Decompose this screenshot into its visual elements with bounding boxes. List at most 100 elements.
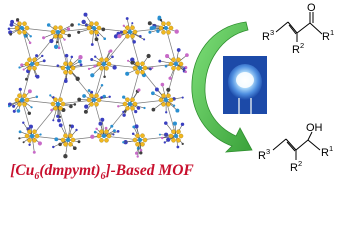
mof-ligand-atom [160,136,164,140]
mof-cu-atom [166,102,171,107]
mof-cu-atom [68,61,73,66]
mof-cu-atom [132,29,138,35]
mof-ligand-atom [132,125,136,129]
mof-ligand-atom [134,110,138,114]
mof-ligand-bond [139,55,149,69]
mof-cu-atom [161,30,166,35]
blue-led-icon [223,56,267,114]
mof-ligand-bond [123,139,141,143]
mof-ligand-atom [108,50,111,53]
mof-cu-atom [106,61,112,67]
mof-cu-atom [68,70,73,75]
mof-ligand-atom [184,70,187,74]
mof-ligand-atom [116,130,120,133]
mof-ligand-atom [42,59,46,63]
mof-ligand-atom [57,46,61,50]
mof-cu-atom [53,106,58,111]
mof-ligand-atom [83,12,88,17]
mof-ligand-atom [185,53,189,57]
mof-ligand-bond [31,135,35,153]
mof-cu-atom [32,138,37,143]
mof-cu-atom [104,57,109,62]
mof-ligand-bond [165,122,177,137]
mof-ligand-bond [175,54,188,65]
mof-ligand-atom [75,76,80,81]
mof-cu-atom [34,133,40,139]
mof-ligand-atom [164,64,168,68]
mof-core-atom [56,30,60,34]
mof-ligand-atom [42,36,46,40]
mof-ligand-bond [152,92,167,101]
mof-ligand-atom [100,83,104,87]
mof-ligand-bond [66,55,69,69]
bottom-r2-label: R2 [290,159,302,174]
mof-cu-atom [176,57,181,62]
mof-cu-atom [132,137,138,143]
mof-ligand-atom [112,133,115,136]
mof-cu-atom [104,129,109,134]
mof-ligand-atom [111,55,114,59]
mof-cu-atom [50,101,56,107]
mof-ligand-atom [9,22,14,27]
mof-ligand-bond [19,131,33,137]
mof-cu-atom [94,21,99,26]
mof-cu-atom [142,137,148,143]
mof-cu-atom [24,61,30,67]
mof-ligand-atom [130,60,135,65]
mof-ligand-bond [67,67,78,80]
mof-ligand-bond [78,24,95,29]
mof-core-atom [30,134,34,138]
mof-ligand-atom [84,104,89,109]
mof-cu-atom [60,65,66,71]
mof-reaction-diagram: R3 O R1 R2 R3 OH R1 R2 [7,2,334,174]
mof-cu-atom [94,102,99,107]
mof-ligand-atom [50,108,53,112]
mof-cu-atom [60,137,66,143]
mof-core-atom [174,134,178,138]
mof-cu-atom [104,66,109,71]
mof-cu-atom [58,34,63,39]
mof-cu-atom [60,101,66,107]
mof-ligand-atom [52,145,55,149]
mof-cu-atom [142,65,148,71]
mof-ligand-atom [110,124,114,128]
mof-ligand-bond [159,134,177,137]
mof-ligand-atom [137,88,141,92]
mof-core-atom [30,62,34,66]
mof-cu-atom [168,25,174,31]
mof-ligand-atom [94,37,99,42]
mof-ligand-atom [166,87,171,92]
mof-cu-atom [22,30,27,35]
mof-ligand-atom [112,129,116,133]
mof-ligand-atom [67,33,71,38]
mof-ligand-bond [153,99,167,110]
mof-cu-atom [22,21,27,26]
mof-cu-atom [130,97,135,102]
mof-ligand-atom [18,66,21,69]
mof-cu-atom [158,97,164,103]
mof-ligand-atom [125,71,130,76]
mof-cu-atom [125,34,130,39]
mof-ligand-bond [8,99,23,107]
mof-ligand-atom [165,54,170,59]
mof-ligand-bond [169,63,177,79]
mof-ligand-atom [180,122,185,127]
mof-ligand-bond [174,123,177,137]
mof-cu-atom [171,138,176,143]
mof-core-atom [164,98,168,102]
mof-ligand-atom [122,95,126,99]
mof-ligand-atom [7,27,11,31]
mof-ligand-bond [10,27,23,35]
mof-ligand-atom [156,29,160,33]
mof-ligand-atom [18,87,22,91]
mof-ligand-atom [164,132,169,137]
mof-ligand-atom [98,121,103,126]
mof-cu-atom [63,70,68,75]
mof-ligand-atom [87,67,91,70]
mof-core-atom [66,66,70,70]
mof-cu-atom [171,66,176,71]
mof-ligand-atom [94,55,97,58]
mof-ligand-atom [158,59,162,63]
mof-ligand-bond [67,61,81,69]
mof-ligand-atom [29,124,33,129]
